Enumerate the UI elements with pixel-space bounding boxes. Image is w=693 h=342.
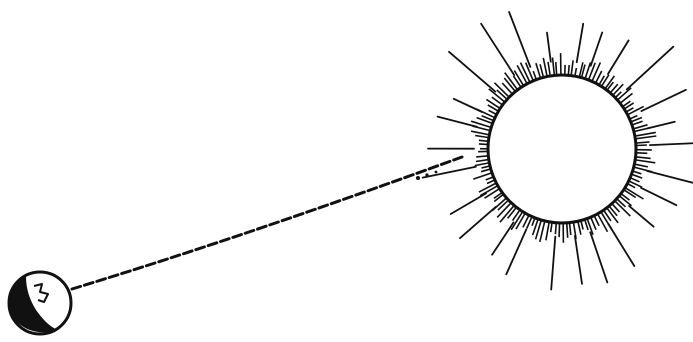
corona-hatch-stroke [637, 145, 647, 146]
corona-hatch-stroke [540, 64, 543, 76]
corona-hatch-stroke [532, 219, 535, 226]
sun-ray [449, 52, 495, 92]
corona-hatch-stroke [548, 62, 550, 75]
corona-hatch-stroke [633, 121, 643, 124]
sun-ray [650, 143, 693, 145]
corona-hatch-stroke [487, 180, 494, 183]
sun-ray [577, 24, 584, 63]
corona-hatch-stroke [637, 153, 647, 154]
corona-hatch-stroke [614, 84, 624, 94]
corona-hatch-stroke [533, 71, 536, 79]
sun-ray [641, 188, 676, 205]
corona-hatch-stroke [637, 142, 650, 143]
corona-hatch-stroke [570, 224, 571, 236]
corona-hatch-stroke [628, 184, 635, 188]
corona-hatch-stroke [635, 167, 652, 171]
corona-hatch-stroke [553, 57, 555, 74]
corona-hatch-stroke [479, 140, 488, 141]
sun-ray [438, 117, 477, 127]
corona-hatch-stroke [543, 58, 547, 76]
corona-hatch-stroke [481, 169, 490, 172]
corona-hatch-stroke [581, 222, 583, 230]
corona-hatch-stroke [636, 136, 656, 139]
sun-ray [481, 24, 514, 75]
corona-hatch-stroke [489, 110, 496, 114]
sun-icon [423, 12, 693, 290]
corona-hatch-stroke [556, 62, 557, 74]
sun-ray [551, 237, 555, 290]
corona-hatch-stroke [568, 65, 569, 74]
corona-hatch-stroke [479, 144, 487, 145]
sun-ray [627, 47, 674, 90]
corona-hatch-stroke [595, 217, 600, 226]
light-path-line [72, 157, 462, 289]
corona-hatch-stroke [633, 175, 643, 179]
corona-hatch-stroke [631, 116, 638, 119]
corona-hatch-stroke [546, 223, 549, 240]
sun-ray [647, 171, 693, 187]
corona-hatch-stroke [636, 132, 656, 136]
sun-ray [608, 224, 634, 266]
sun-ray [492, 222, 513, 254]
corona-hatch-stroke [471, 131, 488, 134]
corona-hatch-stroke [475, 163, 489, 166]
corona-hatch-stroke [591, 218, 596, 230]
corona-hatch-stroke [476, 160, 488, 162]
sun-ray [506, 229, 526, 274]
earth-icon [9, 272, 71, 334]
sun-ray [608, 40, 629, 74]
corona-hatch-stroke [567, 224, 568, 238]
sun-ray [451, 193, 486, 214]
corona-hatch-stroke [634, 171, 642, 173]
sun-ray [648, 122, 675, 129]
corona-hatch-stroke [476, 156, 487, 157]
corona-hatch-stroke [627, 108, 634, 112]
sun-ray [575, 236, 582, 284]
sun-ray [460, 207, 496, 238]
corona-hatch-stroke [636, 160, 655, 163]
sun-ray [547, 33, 551, 62]
corona-hatch-stroke [578, 222, 581, 235]
corona-hatch-stroke [477, 109, 495, 117]
corona-hatch-stroke [482, 166, 490, 168]
corona-hatch-stroke [555, 224, 556, 234]
sun-ray [629, 206, 654, 227]
corona-hatch-stroke [631, 178, 640, 182]
sun-ray [641, 90, 686, 111]
corona-hatch-stroke [635, 164, 648, 167]
corona-hatch-stroke [571, 60, 573, 74]
corona-hatch-stroke [598, 215, 607, 232]
corona-hatch-stroke [486, 177, 493, 180]
sun-ray [509, 12, 530, 67]
corona-hatch-stroke [637, 157, 651, 159]
corona-hatch-stroke [575, 68, 576, 75]
sun-disk [488, 75, 636, 223]
sun-ray [590, 232, 607, 282]
corona-hatch-stroke [475, 136, 488, 138]
sun-ray [591, 33, 603, 66]
corona-hatch-stroke [551, 223, 552, 232]
